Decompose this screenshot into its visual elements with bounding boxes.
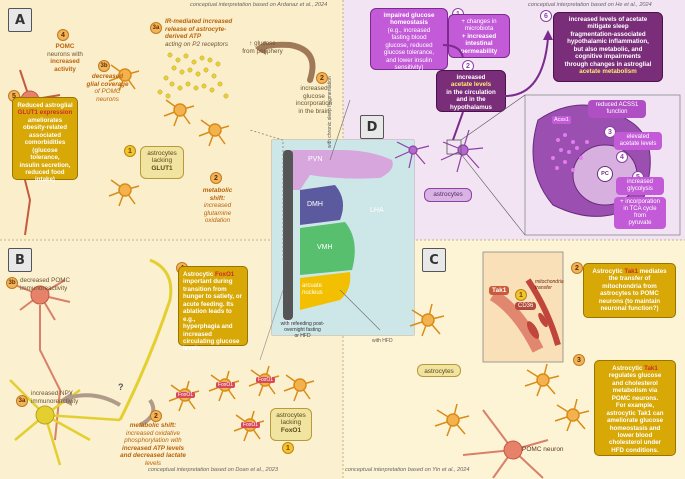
arcuate-region xyxy=(300,272,351,310)
panel-label-c: C xyxy=(422,248,446,272)
step-2-badge-b: 2 xyxy=(150,410,162,422)
panel-c-illustration xyxy=(409,251,590,479)
question-mark: ? xyxy=(118,382,124,392)
citation-a: conceptual interpretation based on Ardan… xyxy=(190,2,328,8)
3v-label: 3V xyxy=(284,320,292,327)
hfd-label: with HFD xyxy=(372,338,393,344)
lha-label: LHA xyxy=(370,207,384,214)
step-3-badge-c: 3 xyxy=(573,354,585,366)
step-3a-badge-b: 3a xyxy=(16,395,28,407)
step-2-badge-a: 2 xyxy=(316,72,328,84)
step-4-badge-d: 4 xyxy=(616,151,628,163)
step-1-badge-b: 1 xyxy=(282,442,294,454)
foxo1-tag: FoxO1 xyxy=(256,377,276,383)
vmh-label: VMH xyxy=(317,244,333,251)
step-4-badge: 4 xyxy=(57,29,69,41)
panel-label-b: B xyxy=(8,248,32,272)
pomc-neuron-label-c: POMC neuron xyxy=(522,446,564,453)
step-3b-badge: 3b xyxy=(98,60,110,72)
dmh-region xyxy=(300,185,344,225)
panel-label-a: A xyxy=(8,8,32,32)
acss1-enzyme-label: Acss1 xyxy=(552,116,571,124)
pc-marker: PC xyxy=(597,166,613,182)
cd36-label: CD36 xyxy=(515,302,537,310)
citation-c: conceptual interpretation based on Yin e… xyxy=(345,467,470,473)
pvn-region xyxy=(292,150,393,190)
foxo1-tag: FoxO1 xyxy=(216,382,236,388)
dmh-label: DMH xyxy=(307,201,323,208)
panel-label-d: D xyxy=(360,115,384,139)
step-2-badge-a-shift: 2 xyxy=(210,172,222,184)
vmh-region xyxy=(300,222,355,275)
astrocytes-label-d: astrocytes xyxy=(424,188,472,202)
astrocytes-label-c: astrocytes xyxy=(417,364,461,377)
step-1-badge-a: 1 xyxy=(124,145,136,157)
citation-d: conceptual interpretation based on He et… xyxy=(528,2,652,8)
citation-b: conceptual interpretation based on Doan … xyxy=(148,467,278,473)
tak1-label: Tak1 xyxy=(489,286,510,295)
step-6-badge-d: 6 xyxy=(540,10,552,22)
third-ventricle xyxy=(283,150,293,320)
pvn-label: PVN xyxy=(308,156,323,163)
foxo1-tag: FoxO1 xyxy=(241,422,261,428)
sleep-fragmentation-label: with chronic sleep fragmentation xyxy=(327,76,333,148)
step-2-badge-c: 2 xyxy=(571,262,583,274)
panel-a-illustration xyxy=(9,41,316,236)
step-1-badge-c: 1 xyxy=(515,289,527,301)
step-3a-badge: 3a xyxy=(150,22,162,34)
foxo1-tag: FoxO1 xyxy=(176,392,196,398)
step-3b-badge-b: 3b xyxy=(6,277,18,289)
